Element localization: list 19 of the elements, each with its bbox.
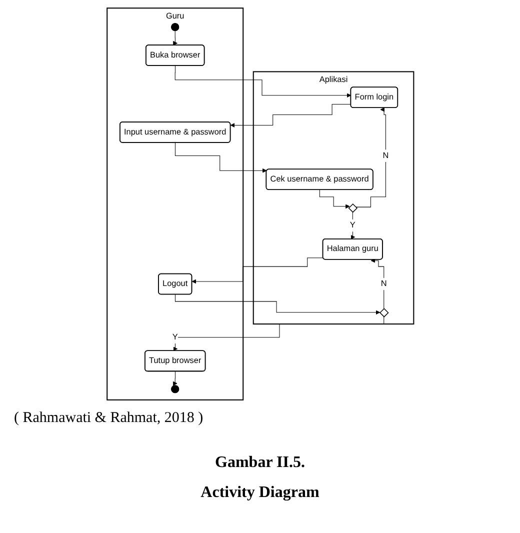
edge-label: N: [380, 279, 386, 288]
arrow: [174, 142, 266, 173]
arrow: [191, 258, 324, 284]
arrow: [174, 294, 380, 315]
node-diamond: [379, 308, 388, 318]
edge-label: N: [382, 151, 388, 160]
edge-label: Y: [350, 220, 355, 230]
arrow: [319, 190, 350, 209]
arrow: [355, 107, 386, 208]
figure-caption: Gambar II.5. Activity Diagram: [200, 453, 320, 504]
arrow: [172, 30, 178, 46]
edge-label: Y: [172, 332, 178, 342]
arrow: [230, 104, 351, 128]
arrow: [370, 258, 384, 309]
source-note: ( Rahmawati & Rahmat, 2018 ): [14, 410, 204, 427]
arrow: [172, 316, 384, 352]
node-diamond: [348, 203, 358, 213]
arrow: [174, 66, 351, 98]
arrow: [172, 371, 177, 386]
